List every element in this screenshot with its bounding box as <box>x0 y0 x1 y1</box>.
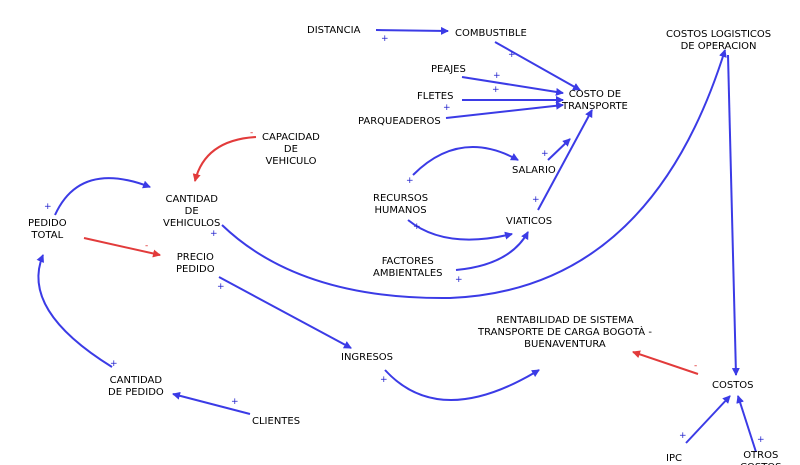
node-rentabilidad: RENTABILIDAD DE SISTEMA TRANSPORTE DE CA… <box>478 315 652 350</box>
sign-combustible: + <box>508 50 516 60</box>
link-viaticos-costo-transporte <box>537 109 593 211</box>
link-pedido-total-cantidad-vehiculos <box>54 177 151 216</box>
link-parqueaderos-costo-transporte <box>445 101 564 119</box>
node-capacidad-vehiculo: CAPACIDAD DE VEHICULO <box>262 132 320 167</box>
sign-ipc: + <box>679 431 687 441</box>
node-factores-ambientales: FACTORES AMBIENTALES <box>373 256 443 279</box>
link-ingresos-rentabilidad <box>384 369 540 401</box>
sign-viaticos: + <box>532 195 540 205</box>
sign-otros-costos: + <box>757 435 765 445</box>
link-peajes-costo-transporte <box>461 76 564 96</box>
node-costo-transporte: COSTO DE TRANSPORTE <box>562 89 628 112</box>
link-ipc-costos <box>685 395 731 444</box>
node-pedido-total: PEDIDO TOTAL <box>28 218 67 241</box>
sign-recursos-viaticos: + <box>413 222 421 232</box>
sign-fletes: + <box>492 85 500 95</box>
node-ingresos: INGRESOS <box>341 352 394 363</box>
link-otros-costos-costos <box>736 395 757 453</box>
link-cantidad-pedido-pedido-total <box>36 254 113 368</box>
sign-costos-rentabilidad: - <box>694 361 698 371</box>
link-distancia-combustible <box>375 26 449 35</box>
link-pedido-total-precio-pedido <box>83 237 161 258</box>
sign-pedido-total-precio: - <box>145 241 149 251</box>
sign-distancia-combustible: + <box>381 34 389 44</box>
sign-precio-pedido: + <box>217 282 225 292</box>
node-peajes: PEAJES <box>431 64 466 75</box>
node-cantidad-pedido: CANTIDAD DE PEDIDO <box>108 375 164 398</box>
sign-ingresos: + <box>380 375 388 385</box>
link-clientes-cantidad-pedido <box>172 391 251 415</box>
link-costos-logisticos-costos <box>727 54 740 376</box>
node-parqueaderos: PARQUEADEROS <box>358 116 441 127</box>
node-ipc: IPC <box>666 453 682 464</box>
sign-clientes: + <box>231 397 239 407</box>
node-salario: SALARIO <box>512 165 556 176</box>
sign-peajes: + <box>493 71 501 81</box>
link-cantidad-vehiculos-costos-logisticos <box>221 49 727 300</box>
sign-cantidad-pedido: + <box>110 359 118 369</box>
sign-salario: + <box>541 149 549 159</box>
sign-parqueaderos: + <box>443 103 451 113</box>
sign-cantidad-vehiculos: + <box>210 229 218 239</box>
link-capacidad-cantidad-vehiculos <box>192 136 257 182</box>
link-factores-viaticos <box>455 231 529 271</box>
node-viaticos: VIATICOS <box>506 216 553 227</box>
node-costos: COSTOS <box>712 380 754 391</box>
node-otros-costos: OTROS COSTOS <box>740 450 782 465</box>
sign-factores: + <box>455 275 463 285</box>
sign-capacidad: - <box>250 128 254 138</box>
node-fletes: FLETES <box>417 91 454 102</box>
link-recursos-salario <box>412 146 519 176</box>
link-recursos-viaticos <box>407 219 513 241</box>
sign-pedido-total-vehiculos: + <box>44 202 52 212</box>
link-costos-rentabilidad <box>632 350 699 375</box>
node-cantidad-vehiculos: CANTIDAD DE VEHICULOS <box>163 194 221 229</box>
node-distancia: DISTANCIA <box>307 25 361 36</box>
link-salario-costo-transporte <box>547 138 571 161</box>
sign-recursos-salario: + <box>406 176 414 186</box>
link-combustible-costo-transporte <box>494 41 581 91</box>
link-precio-pedido-ingresos <box>218 276 352 349</box>
node-recursos-humanos: RECURSOS HUMANOS <box>373 193 429 216</box>
node-precio-pedido: PRECIO PEDIDO <box>176 252 215 275</box>
node-combustible: COMBUSTIBLE <box>455 28 527 39</box>
node-costos-logisticos: COSTOS LOGISTICOS DE OPERACION <box>666 29 772 52</box>
node-clientes: CLIENTES <box>252 416 301 427</box>
